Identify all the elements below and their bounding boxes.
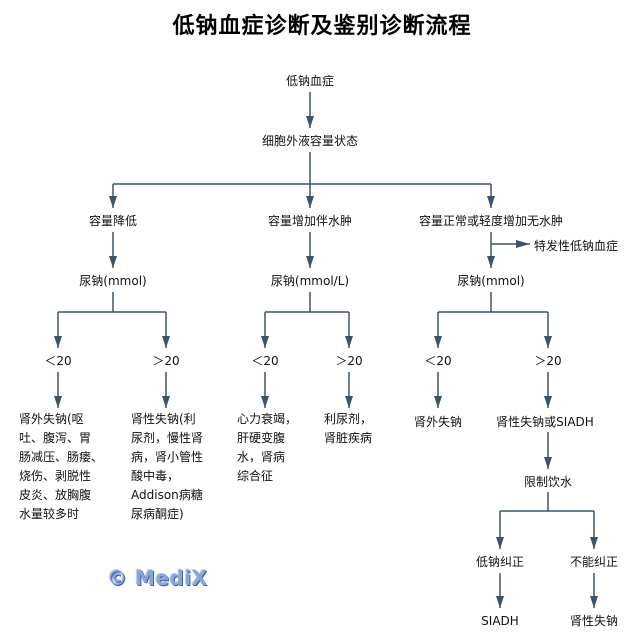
text-line: 烧伤、剥脱性 (19, 469, 92, 483)
node-renal-loss-or-siadh: 肾性失钠或SIADH (496, 415, 594, 429)
text-line: 肠减压、肠瘘、 (19, 450, 104, 464)
node-idiopathic-hyponatremia: 特发性低钠血症 (534, 239, 619, 253)
text-line: 酸中毒， (131, 469, 180, 483)
text-line: 肾脏疾病 (324, 431, 373, 445)
node-edema-high-urine-na-causes: 利尿剂， 肾脏疾病 (324, 410, 372, 448)
node-extrarenal-loss-causes: 肾外失钠(呕 吐、腹泻、胃 肠减压、肠瘘、 烧伤、剥脱性 皮炎、放胸腹 水量较多… (19, 410, 103, 524)
text-line: 皮炎、放胸腹 (19, 488, 92, 502)
text-line: 心力衰竭， (237, 412, 298, 426)
text-line: 利尿剂， (324, 412, 373, 426)
arrow-head-down-icon (54, 396, 62, 408)
node-gt20-2: ＞20 (335, 354, 363, 368)
arrow-head-down-icon (544, 396, 552, 408)
arrow-head-down-icon (544, 336, 552, 348)
node-urine-sodium-3: 尿钠(mmol) (457, 274, 525, 288)
copyright-icon: © (107, 566, 128, 590)
text-line: 尿病酮症) (131, 507, 184, 521)
arrow-head-down-icon (590, 596, 598, 608)
node-urine-sodium-2: 尿钠(mmol/L) (270, 274, 350, 288)
arrow-head-down-icon (306, 196, 314, 208)
arrow-head-down-icon (496, 537, 504, 549)
arrow-head-down-icon (306, 256, 314, 268)
text-line: 肾外失钠(呕 (19, 412, 84, 426)
arrow-head-down-icon (487, 256, 495, 268)
node-siadh: SIADH (481, 614, 519, 628)
node-renal-sodium-loss: 肾性失钠 (569, 614, 619, 628)
node-volume-decreased: 容量降低 (88, 214, 138, 228)
arrow-head-down-icon (434, 336, 442, 348)
arrow-head-down-icon (487, 196, 495, 208)
watermark-text: MediX (134, 566, 208, 590)
text-line: Addison病糖 (131, 488, 203, 502)
node-lt20-3: ＜20 (424, 354, 452, 368)
arrow-head-down-icon (434, 396, 442, 408)
arrow-head-down-icon (109, 196, 117, 208)
node-hyponatremia-corrected: 低钠纠正 (475, 555, 525, 569)
node-volume-increased-edema: 容量增加伴水肿 (267, 214, 353, 228)
text-line: 肝硬变腹 (237, 431, 286, 445)
node-gt20-3: ＞20 (534, 354, 562, 368)
diagram-title: 低钠血症诊断及鉴别诊断流程 (172, 13, 472, 39)
arrow-head-down-icon (544, 457, 552, 469)
text-line: 病，肾小管性 (131, 450, 204, 464)
arrow-head-down-icon (261, 336, 269, 348)
arrow-head-down-icon (261, 396, 269, 408)
node-lt20-2: ＜20 (251, 354, 279, 368)
arrow-head-down-icon (54, 336, 62, 348)
text-line: 水量较多时 (19, 507, 80, 521)
arrow-head-down-icon (109, 256, 117, 268)
node-volume-normal-no-edema: 容量正常或轻度增加无水肿 (418, 214, 564, 228)
node-ecf-volume-status: 细胞外液容量状态 (261, 134, 359, 148)
text-line: 肾性失钠(利 (131, 412, 196, 426)
node-renal-loss-causes: 肾性失钠(利 尿剂，慢性肾 病，肾小管性 酸中毒， Addison病糖 尿病酮症… (131, 410, 203, 524)
arrow-head-down-icon (590, 537, 598, 549)
node-hyponatremia: 低钠血症 (285, 74, 335, 88)
node-lt20-1: ＜20 (44, 354, 72, 368)
text-line: 吐、腹泻、胃 (19, 431, 92, 445)
arrow-head-right-icon (516, 240, 530, 248)
node-extrarenal-sodium-loss: 肾外失钠 (413, 415, 463, 429)
node-water-restriction: 限制饮水 (523, 475, 573, 489)
arrow-head-down-icon (162, 396, 170, 408)
text-line: 综合征 (237, 469, 274, 483)
arrow-head-down-icon (306, 116, 314, 128)
node-urine-sodium-1: 尿钠(mmol) (79, 274, 147, 288)
node-gt20-1: ＞20 (152, 354, 180, 368)
text-line: 水，肾病 (237, 450, 286, 464)
arrow-head-down-icon (162, 336, 170, 348)
text-line: 尿剂，慢性肾 (131, 431, 204, 445)
arrow-head-down-icon (496, 596, 504, 608)
arrow-head-down-icon (345, 336, 353, 348)
arrow-head-down-icon (345, 396, 353, 408)
node-edema-low-urine-na-causes: 心力衰竭， 肝硬变腹 水，肾病 综合征 (237, 410, 297, 486)
node-not-corrected: 不能纠正 (569, 555, 619, 569)
medix-watermark-logo: © MediX (107, 566, 208, 590)
